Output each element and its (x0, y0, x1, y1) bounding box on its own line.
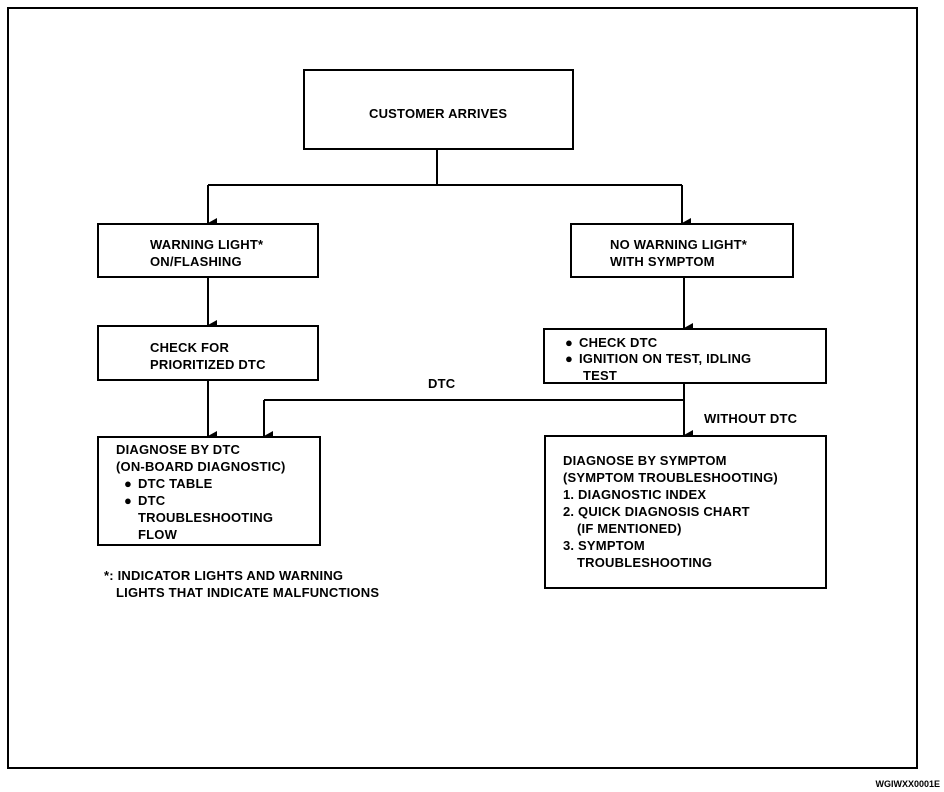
node-diagnose-by-symptom: DIAGNOSE BY SYMPTOM (SYMPTOM TROUBLESHOO… (544, 435, 827, 589)
node-diagnose-dtc-item2: ●DTC (124, 493, 166, 508)
node-diagnose-symptom-item1: 1. DIAGNOSTIC INDEX (563, 487, 707, 502)
node-no-warning-light-line1: NO WARNING LIGHT* (610, 237, 748, 252)
node-check-prioritized-line1: CHECK FOR (150, 340, 230, 355)
node-diagnose-symptom-item3: 3. SYMPTOM (563, 538, 645, 553)
node-diagnose-symptom-item2: 2. QUICK DIAGNOSIS CHART (563, 504, 750, 519)
node-diagnose-dtc-line1: DIAGNOSE BY DTC (116, 442, 241, 457)
node-check-prioritized-dtc: CHECK FOR PRIORITIZED DTC (97, 325, 319, 381)
footnote-line2: LIGHTS THAT INDICATE MALFUNCTIONS (116, 585, 380, 600)
node-check-dtc-item1: ●CHECK DTC (565, 335, 658, 350)
node-diagnose-by-dtc: DIAGNOSE BY DTC (ON-BOARD DIAGNOSTIC) ●D… (97, 436, 321, 546)
node-warning-light: WARNING LIGHT* ON/FLASHING (97, 223, 319, 278)
node-check-prioritized-line2: PRIORITIZED DTC (150, 357, 266, 372)
bullet-icon: ● (565, 335, 574, 350)
node-no-warning-light-line2: WITH SYMPTOM (610, 254, 715, 269)
node-diagnose-symptom-item2-cont: (IF MENTIONED) (577, 521, 682, 536)
edge-label-without-dtc: WITHOUT DTC (704, 411, 798, 426)
bullet-icon: ● (565, 351, 574, 366)
node-check-dtc: ●CHECK DTC ●IGNITION ON TEST, IDLING TES… (543, 328, 827, 384)
node-customer-arrives-label: CUSTOMER ARRIVES (369, 106, 508, 121)
node-check-dtc-item2-cont: TEST (583, 368, 618, 383)
bullet-icon: ● (124, 493, 133, 508)
node-warning-light-line2: ON/FLASHING (150, 254, 242, 269)
bullet-icon: ● (124, 476, 133, 491)
node-diagnose-symptom-line1: DIAGNOSE BY SYMPTOM (563, 453, 727, 468)
node-diagnose-dtc-item2-cont1: TROUBLESHOOTING (138, 510, 274, 525)
edge-label-dtc: DTC (428, 376, 456, 391)
node-diagnose-dtc-line2: (ON-BOARD DIAGNOSTIC) (116, 459, 286, 474)
node-diagnose-symptom-item3-cont: TROUBLESHOOTING (577, 555, 713, 570)
diagram-frame (7, 7, 918, 769)
node-diagnose-dtc-item1: ●DTC TABLE (124, 476, 213, 491)
node-diagnose-dtc-item2-cont2: FLOW (138, 527, 178, 542)
footnote-line1: *: INDICATOR LIGHTS AND WARNING (104, 568, 344, 583)
node-diagnose-symptom-line2: (SYMPTOM TROUBLESHOOTING) (563, 470, 778, 485)
figure-code: WGIWXX0001E (875, 779, 940, 789)
node-warning-light-line1: WARNING LIGHT* (150, 237, 264, 252)
node-check-dtc-item2: ●IGNITION ON TEST, IDLING (565, 351, 752, 366)
node-customer-arrives: CUSTOMER ARRIVES (303, 69, 574, 150)
node-no-warning-light: NO WARNING LIGHT* WITH SYMPTOM (570, 223, 794, 278)
